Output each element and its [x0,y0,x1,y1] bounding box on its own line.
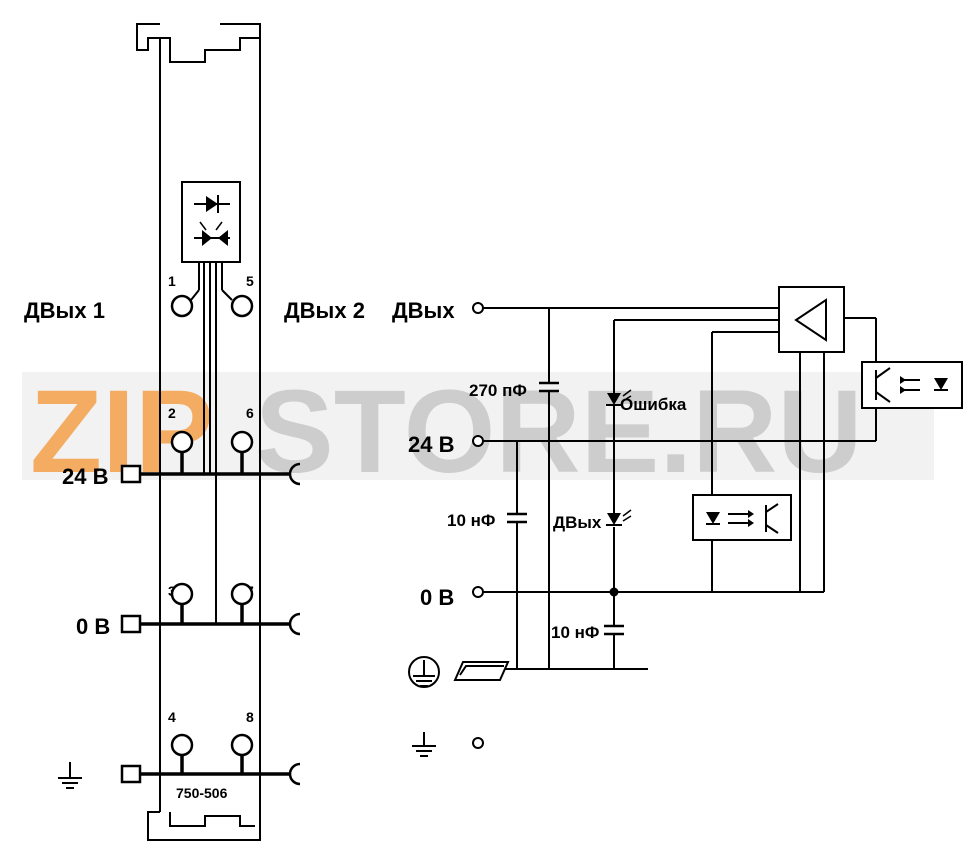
label-dout-2: ДВых 2 [284,298,365,323]
label-dout-1: ДВых 1 [24,298,105,323]
amplifier-icon [778,286,845,353]
ground-icon [412,732,436,757]
terminal-module [136,23,261,841]
terminal-number: 2 [168,405,176,421]
label-0v: 0 В [420,585,454,610]
rails [140,452,290,776]
terminal-3 [170,582,194,606]
terminal-2 [170,430,194,454]
terminal-number: 5 [246,273,254,289]
internal-wires [190,262,233,625]
led-icon [606,509,632,526]
watermark-rest: STORE.RU [255,366,863,498]
part-number: 750-506 [176,785,228,801]
terminal-8 [230,733,254,757]
ground-icon [58,762,82,789]
optocoupler-icon [861,361,963,409]
rail-connectors [120,462,301,786]
capacitor-icon [507,381,624,636]
terminal-5 [230,294,254,318]
label-cap-270: 270 пФ [469,381,527,400]
label-cap-10-b: 10 нФ [551,623,599,642]
terminal-1 [170,294,194,318]
label-24v: 24 В [408,432,454,457]
terminal-number: 4 [168,709,176,725]
optocoupler-icon [181,181,241,263]
terminals [170,294,254,757]
optocoupler-icon [692,494,792,541]
led-icon [606,389,632,406]
terminal-number: 1 [168,273,176,289]
protective-earth-icon [408,656,440,688]
label-led-dout: ДВых [553,513,602,532]
junction [609,587,619,597]
label-dout: ДВых [392,298,455,323]
label-cap-10-a: 10 нФ [447,511,495,530]
din-rail-icon [453,661,510,681]
label-rail-24v: 24 В [62,464,108,489]
terminal-6 [230,430,254,454]
terminal-number: 6 [246,405,254,421]
label-led-error: Ошибка [620,395,687,414]
terminal-4 [170,733,194,757]
terminal-number: 8 [246,709,254,725]
label-rail-0v: 0 В [76,614,110,639]
terminal-7 [230,582,254,606]
